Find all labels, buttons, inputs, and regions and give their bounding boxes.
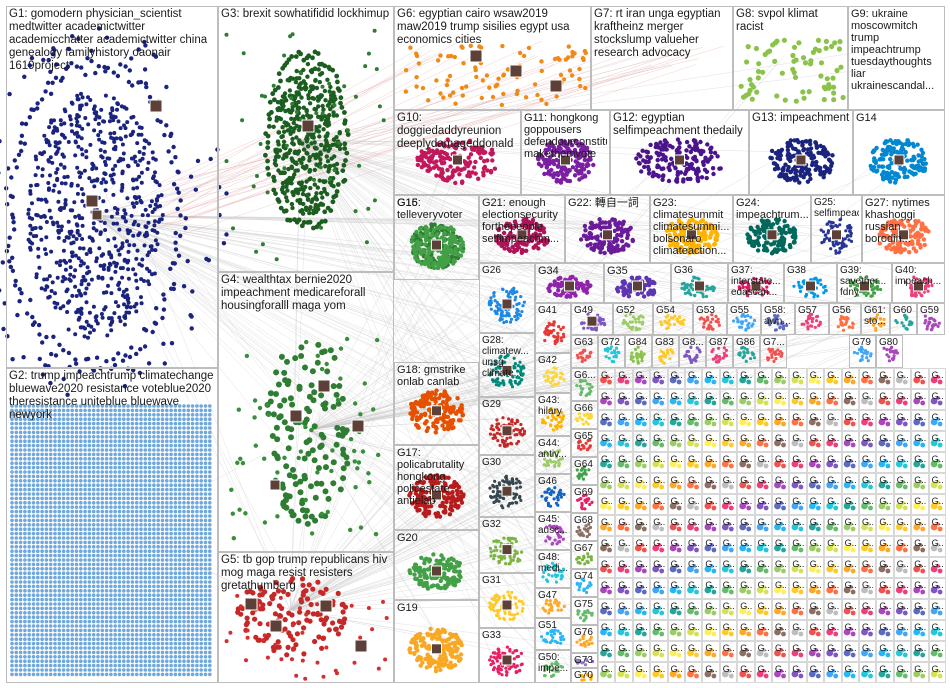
cross-edge	[299, 139, 591, 577]
cross-edge	[309, 326, 641, 431]
cross-edge	[289, 470, 576, 611]
cross-edge	[94, 214, 587, 441]
cross-edge	[299, 139, 587, 613]
cross-edge	[164, 54, 477, 204]
cross-edge	[289, 285, 759, 611]
cross-edge	[289, 342, 730, 611]
cross-edge	[309, 429, 556, 670]
cross-edge	[299, 139, 570, 520]
cross-edge	[309, 325, 890, 431]
cross-edge	[309, 288, 582, 431]
cross-edge	[94, 214, 433, 487]
cross-edge	[121, 194, 311, 431]
cross-edge	[299, 139, 756, 293]
cross-edge	[94, 214, 562, 282]
cross-edge	[94, 139, 301, 216]
cross-edge	[289, 313, 737, 611]
cross-edge	[289, 407, 568, 611]
cross-edge	[309, 358, 751, 431]
cross-edge	[309, 242, 445, 431]
cross-edge	[299, 139, 836, 240]
cross-edge	[289, 318, 843, 611]
cross-edge	[299, 139, 829, 232]
cross-edge	[299, 139, 572, 503]
cross-edge	[94, 214, 784, 224]
cross-edge	[94, 214, 593, 610]
cross-edge	[299, 139, 505, 647]
cross-edge	[299, 63, 909, 141]
cross-edge	[299, 139, 750, 357]
cross-edge	[289, 354, 856, 611]
cross-edge	[289, 317, 870, 611]
cross-edge	[299, 139, 550, 532]
cross-edge	[94, 214, 551, 409]
cross-edge	[289, 325, 716, 611]
cross-edge	[289, 289, 746, 611]
cross-edge	[309, 235, 848, 431]
g1-node	[0, 171, 1, 175]
cross-edge	[309, 429, 591, 635]
cross-edge	[289, 245, 451, 611]
cross-edge	[309, 429, 495, 604]
cross-edge	[178, 64, 652, 221]
cross-edge	[94, 64, 671, 216]
cross-edge	[309, 357, 746, 431]
cross-edge	[289, 234, 447, 611]
cross-edge	[299, 139, 671, 157]
g1-node	[0, 139, 2, 144]
cross-edge	[94, 214, 504, 372]
cross-edge	[289, 290, 572, 611]
cross-edge	[299, 139, 599, 411]
cross-edge	[94, 214, 585, 356]
cross-edge	[309, 327, 646, 431]
cross-edge	[299, 139, 599, 575]
cross-edge	[299, 139, 575, 466]
cross-edge	[289, 237, 786, 611]
cross-edge	[94, 214, 593, 495]
cross-edge	[299, 47, 885, 141]
cross-edge	[299, 139, 672, 357]
cross-edge	[94, 214, 777, 228]
cross-edge	[289, 348, 887, 611]
cross-edge	[299, 139, 579, 287]
cross-edge	[299, 139, 767, 293]
cross-edge	[289, 410, 438, 611]
cross-edge	[289, 542, 502, 611]
cross-edge	[94, 214, 812, 328]
cross-edge	[94, 214, 497, 362]
cross-edge	[289, 275, 850, 611]
cross-edge	[289, 221, 509, 611]
cross-edge	[299, 139, 592, 614]
cross-edge	[309, 151, 557, 431]
g1-node	[0, 260, 5, 265]
cross-edge	[289, 536, 514, 611]
cross-edge	[299, 139, 596, 453]
cross-edge	[94, 214, 509, 368]
cross-edge	[289, 308, 849, 611]
cross-edge	[299, 139, 768, 285]
cross-edge	[289, 604, 572, 611]
cross-edge	[299, 139, 553, 145]
cross-edge	[309, 429, 579, 666]
cross-edge	[289, 577, 572, 611]
cross-edge	[299, 139, 753, 277]
cross-edge	[94, 214, 663, 319]
cross-edge	[309, 293, 506, 431]
cross-edge	[309, 155, 910, 431]
cross-edge	[299, 139, 574, 412]
cross-edge	[299, 139, 596, 493]
cross-edge	[299, 139, 683, 315]
cross-edge	[289, 287, 765, 611]
cross-edge	[309, 408, 315, 431]
cross-edge	[293, 139, 301, 415]
cross-edge	[289, 327, 731, 611]
cross-edge	[94, 214, 529, 226]
cross-edge	[299, 139, 911, 275]
g1-node	[0, 288, 2, 293]
cross-edge	[125, 190, 291, 611]
